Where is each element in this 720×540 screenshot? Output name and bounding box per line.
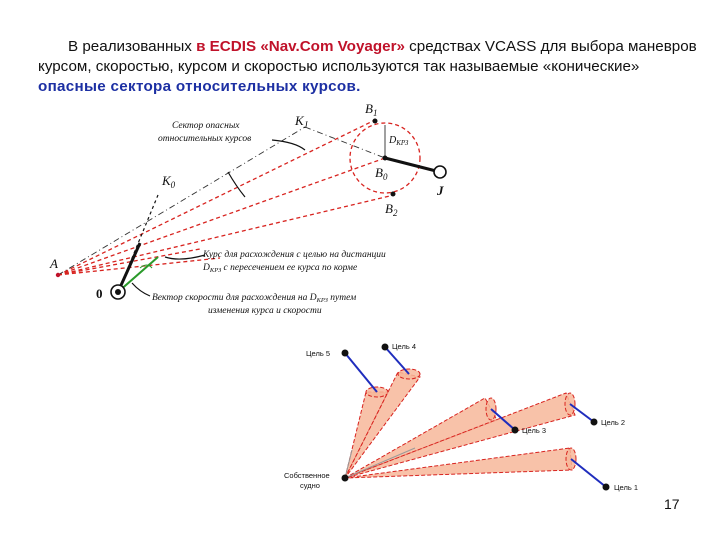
label-target3: Цель 3 <box>522 426 546 435</box>
label-b2: B2 <box>385 201 398 218</box>
sector-ray-lower <box>57 194 395 276</box>
label-target4: Цель 4 <box>392 342 416 351</box>
target4-dot <box>381 343 389 351</box>
label-origin: 0 <box>96 286 103 301</box>
relative-course-line-2 <box>304 126 386 159</box>
danger-circle <box>349 122 421 194</box>
avoidance-speed-vector <box>117 256 159 293</box>
target-j-marker <box>433 165 447 179</box>
sector-ray-short <box>57 248 201 276</box>
label-b1: B1 <box>365 101 377 118</box>
label-d: DКРЗ <box>388 135 409 147</box>
target2-dot <box>590 418 598 426</box>
course-note-line-1: Курс для расхождения с целью на дистанци… <box>202 249 386 260</box>
label-b0: B0 <box>375 165 388 182</box>
sector-note-leader <box>271 139 306 151</box>
label-j: J <box>436 183 444 198</box>
vector-target5 <box>344 352 378 393</box>
slide-number: 17 <box>664 496 680 512</box>
relative-course-line <box>57 126 306 276</box>
own-heading-vector <box>116 242 142 293</box>
vector-target3 <box>490 408 516 431</box>
vector-target4 <box>384 346 410 375</box>
label-target5: Цель 5 <box>306 349 330 358</box>
course-note-leader <box>164 254 206 260</box>
paragraph-end: . <box>356 78 361 95</box>
label-target2: Цель 2 <box>601 418 625 427</box>
description-paragraph: В реализованных в ECDIS «Nav.Com Voyager… <box>38 37 698 97</box>
dangerous-sectors-term: опасные сектора относительных курсов <box>38 78 357 95</box>
speed-note-leader <box>131 282 151 297</box>
target-vector <box>384 156 441 174</box>
target3-dot <box>511 426 519 434</box>
label-target1: Цель 1 <box>614 483 638 492</box>
own-course-line-2 <box>344 449 353 479</box>
cone-target1 <box>344 447 573 479</box>
label-own-ship-2: судно <box>300 481 320 490</box>
label-kj: KJ <box>294 113 309 130</box>
speed-note-line-2: изменения курса и скорости <box>208 306 322 316</box>
sector-ray-upper <box>57 119 376 276</box>
point-b1 <box>372 118 378 124</box>
angle-arc <box>139 264 153 269</box>
target1-dot <box>602 483 610 491</box>
label-a: A <box>49 256 58 271</box>
own-ship-dot <box>341 474 349 482</box>
target5-dot <box>341 349 349 357</box>
label-own-ship-1: Собственное <box>284 471 330 480</box>
own-course-line <box>344 447 416 479</box>
paragraph-part-1: В реализованных <box>68 38 197 55</box>
sector-note-line-2: относительных курсов <box>158 134 251 144</box>
speed-note-line-1: Вектор скорости для расхождения на DКРЗ … <box>152 292 356 304</box>
label-k0: K0 <box>161 173 176 190</box>
paragraph-part-3: средствах VCASS для выбора маневров курс… <box>38 38 697 75</box>
sector-ray-short-2 <box>57 257 221 276</box>
sector-ray-center <box>57 157 386 276</box>
sector-note-leader-2 <box>227 171 246 198</box>
ecdis-name: в ECDIS «Nav.Com Voyager» <box>196 38 405 55</box>
own-ship-marker-inner <box>115 289 121 295</box>
vector-target2 <box>569 403 595 423</box>
course-note-line-2: DКРЗ с пересечением ее курса по корме <box>202 263 357 274</box>
point-a <box>55 272 61 278</box>
point-b2 <box>390 191 396 197</box>
vector-target1 <box>570 458 607 488</box>
sector-note-line-1: Сектор опасных <box>172 121 240 131</box>
